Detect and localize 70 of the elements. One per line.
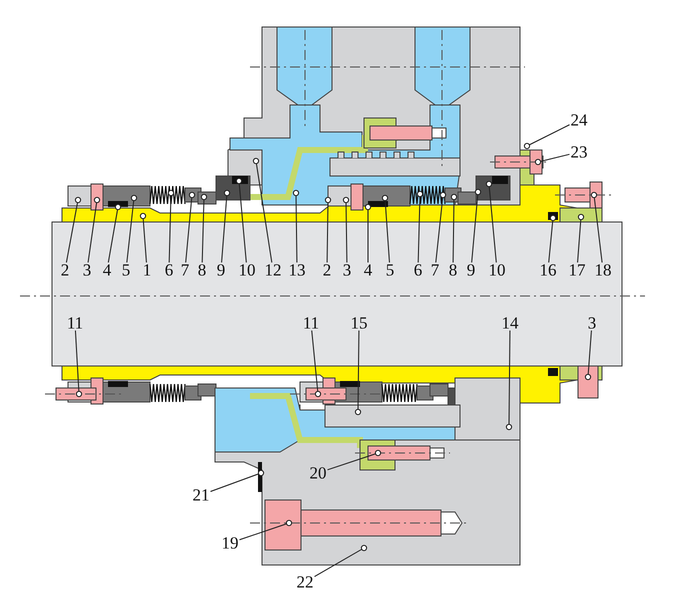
callout-number: 2 xyxy=(322,262,332,278)
callout-number: 6 xyxy=(164,262,174,278)
callout-number: 22 xyxy=(296,574,314,590)
leader-line xyxy=(221,190,230,263)
callout-number: 18 xyxy=(594,262,612,278)
leader-line xyxy=(314,544,368,578)
callout-number: 21 xyxy=(192,486,210,504)
leader-line xyxy=(252,158,272,263)
leader-line xyxy=(364,204,372,263)
leader-line xyxy=(200,194,208,263)
leader-line xyxy=(108,204,122,263)
callout-number: 7 xyxy=(180,262,190,278)
callout-number: 8 xyxy=(196,262,208,278)
leader-line xyxy=(584,330,592,380)
leader-line xyxy=(577,214,584,263)
callout-number: 6 xyxy=(412,262,424,278)
callout-number: 1 xyxy=(142,262,152,278)
callout-number: 14 xyxy=(500,314,520,332)
leader-line xyxy=(74,330,82,398)
callout-number: 13 xyxy=(288,262,306,278)
leader-line xyxy=(239,520,292,540)
callout-number: 9 xyxy=(216,262,226,278)
leader-line xyxy=(548,214,556,263)
leader-line xyxy=(185,192,196,263)
leader-line xyxy=(382,194,390,263)
leader-line xyxy=(88,196,100,263)
leader-line xyxy=(324,196,332,263)
callout-number: 3 xyxy=(342,262,352,278)
callout-number: 10 xyxy=(238,262,256,278)
callout-number: 15 xyxy=(350,314,368,332)
leader-line xyxy=(534,154,570,166)
callout-number: 20 xyxy=(308,464,328,482)
leader-line xyxy=(506,330,512,430)
callout-number: 5 xyxy=(384,262,396,278)
leader-line xyxy=(471,188,482,263)
leader-line xyxy=(292,190,300,263)
leader-line xyxy=(66,196,82,263)
leader-line xyxy=(140,212,147,263)
callout-number: 3 xyxy=(586,314,598,332)
leader-line xyxy=(342,196,350,263)
callout-number: 12 xyxy=(264,262,282,278)
callout-number: 11 xyxy=(302,314,320,332)
callout-number: 8 xyxy=(448,262,458,278)
leader-line xyxy=(126,194,138,263)
leader-line xyxy=(486,180,497,263)
callout-number: 19 xyxy=(220,534,240,552)
leader-line xyxy=(354,330,362,416)
leader-line xyxy=(168,190,174,263)
leader-line xyxy=(435,192,446,263)
callout-number: 17 xyxy=(568,262,586,278)
leader-line xyxy=(450,194,458,263)
callout-number: 16 xyxy=(538,262,558,278)
leader-line xyxy=(416,190,424,263)
callout-number: 2 xyxy=(60,262,70,278)
leader-line xyxy=(590,192,603,263)
callout-number: 9 xyxy=(466,262,476,278)
leader-line xyxy=(327,450,382,470)
callout-number: 4 xyxy=(362,262,374,278)
callout-number: 4 xyxy=(102,262,112,278)
callout-number: 7 xyxy=(430,262,440,278)
callout-number: 5 xyxy=(120,262,132,278)
leader-line xyxy=(524,124,570,150)
callout-number: 24 xyxy=(570,112,588,128)
callout-number: 10 xyxy=(488,262,506,278)
callout-number: 3 xyxy=(82,262,92,278)
callout-number: 11 xyxy=(66,314,84,332)
leader-line xyxy=(236,178,247,263)
callout-number: 23 xyxy=(570,144,588,160)
leader-line xyxy=(210,470,264,492)
leader-line xyxy=(311,330,322,398)
